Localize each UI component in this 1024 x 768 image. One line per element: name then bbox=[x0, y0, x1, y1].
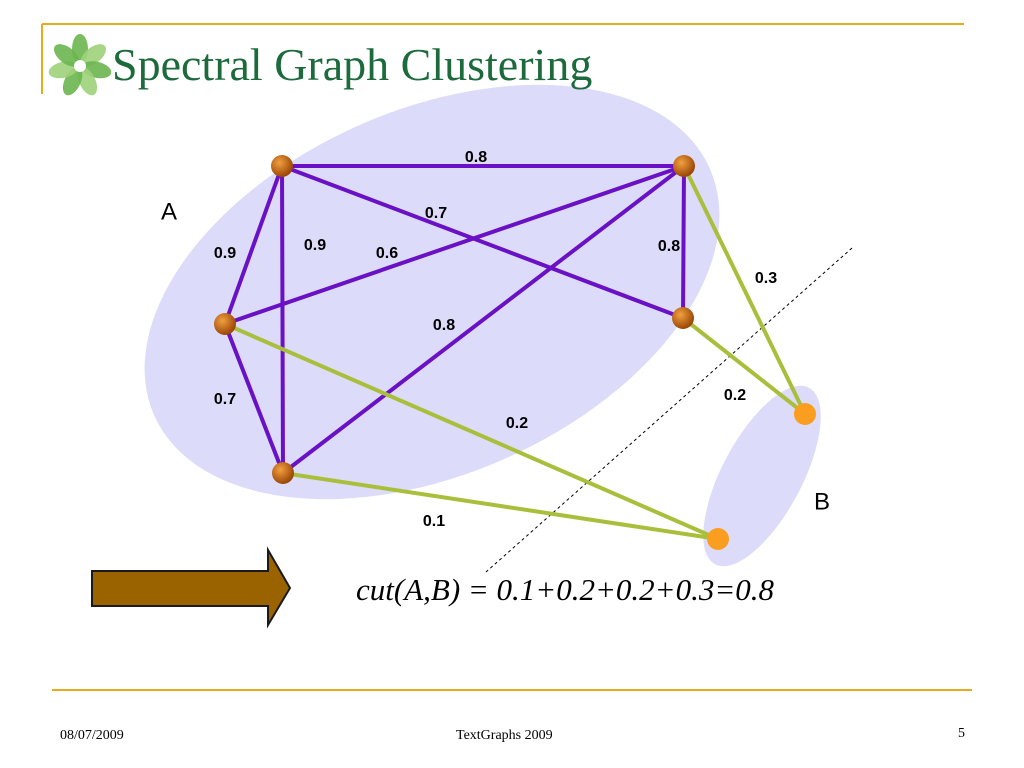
cluster-label-b: B bbox=[814, 488, 830, 515]
edge-a5-b1 bbox=[681, 316, 807, 416]
cluster-a-region bbox=[144, 84, 720, 500]
cluster-label-a: A bbox=[161, 198, 177, 225]
edge-a2-a4 bbox=[281, 164, 686, 475]
right-arrow-icon bbox=[91, 546, 292, 629]
edge-a2-a5 bbox=[681, 164, 686, 320]
node-b1 bbox=[794, 403, 816, 425]
edge-a1-a3 bbox=[223, 164, 284, 326]
cut-formula: cut(A,B) = 0.1+0.2+0.2+0.3=0.8 bbox=[356, 572, 774, 607]
node-a1 bbox=[271, 155, 293, 177]
edge-weight-label: 0.8 bbox=[465, 149, 487, 166]
edge-a1-a5 bbox=[280, 164, 685, 320]
edge-a1-a4 bbox=[280, 164, 285, 475]
node-a5 bbox=[672, 307, 694, 329]
edge-a3-a2 bbox=[223, 164, 686, 326]
edge-weight-label: 0.8 bbox=[433, 317, 455, 334]
edge-weight-label: 0.2 bbox=[506, 415, 528, 432]
footer-date: 08/07/2009 bbox=[60, 728, 124, 743]
edge-a4-b2 bbox=[281, 471, 720, 541]
edge-weight-label: 0.3 bbox=[755, 270, 777, 287]
cluster-b-region bbox=[703, 385, 821, 567]
page-number: 5 bbox=[958, 726, 965, 741]
footer-title: TextGraphs 2009 bbox=[456, 728, 553, 743]
flower-logo-icon bbox=[48, 34, 112, 96]
edge-weight-label: 0.8 bbox=[658, 238, 680, 255]
edge-weight-label: 0.9 bbox=[304, 237, 326, 254]
edge-weight-label: 0.7 bbox=[214, 391, 236, 408]
edge-a3-b2 bbox=[223, 322, 720, 541]
edge-weight-label: 0.2 bbox=[724, 387, 746, 404]
slide-title: Spectral Graph Clustering bbox=[112, 39, 593, 90]
edge-a3-a4 bbox=[223, 322, 285, 475]
edge-a2-b1 bbox=[682, 164, 807, 416]
edge-weight-label: 0.7 bbox=[425, 205, 447, 222]
node-b2 bbox=[707, 528, 729, 550]
edge-weight-label: 0.6 bbox=[376, 245, 398, 262]
node-a2 bbox=[673, 155, 695, 177]
node-a3 bbox=[214, 313, 236, 335]
edge-weight-label: 0.9 bbox=[214, 245, 236, 262]
edge-weight-label: 0.1 bbox=[423, 513, 445, 530]
node-a4 bbox=[272, 462, 294, 484]
